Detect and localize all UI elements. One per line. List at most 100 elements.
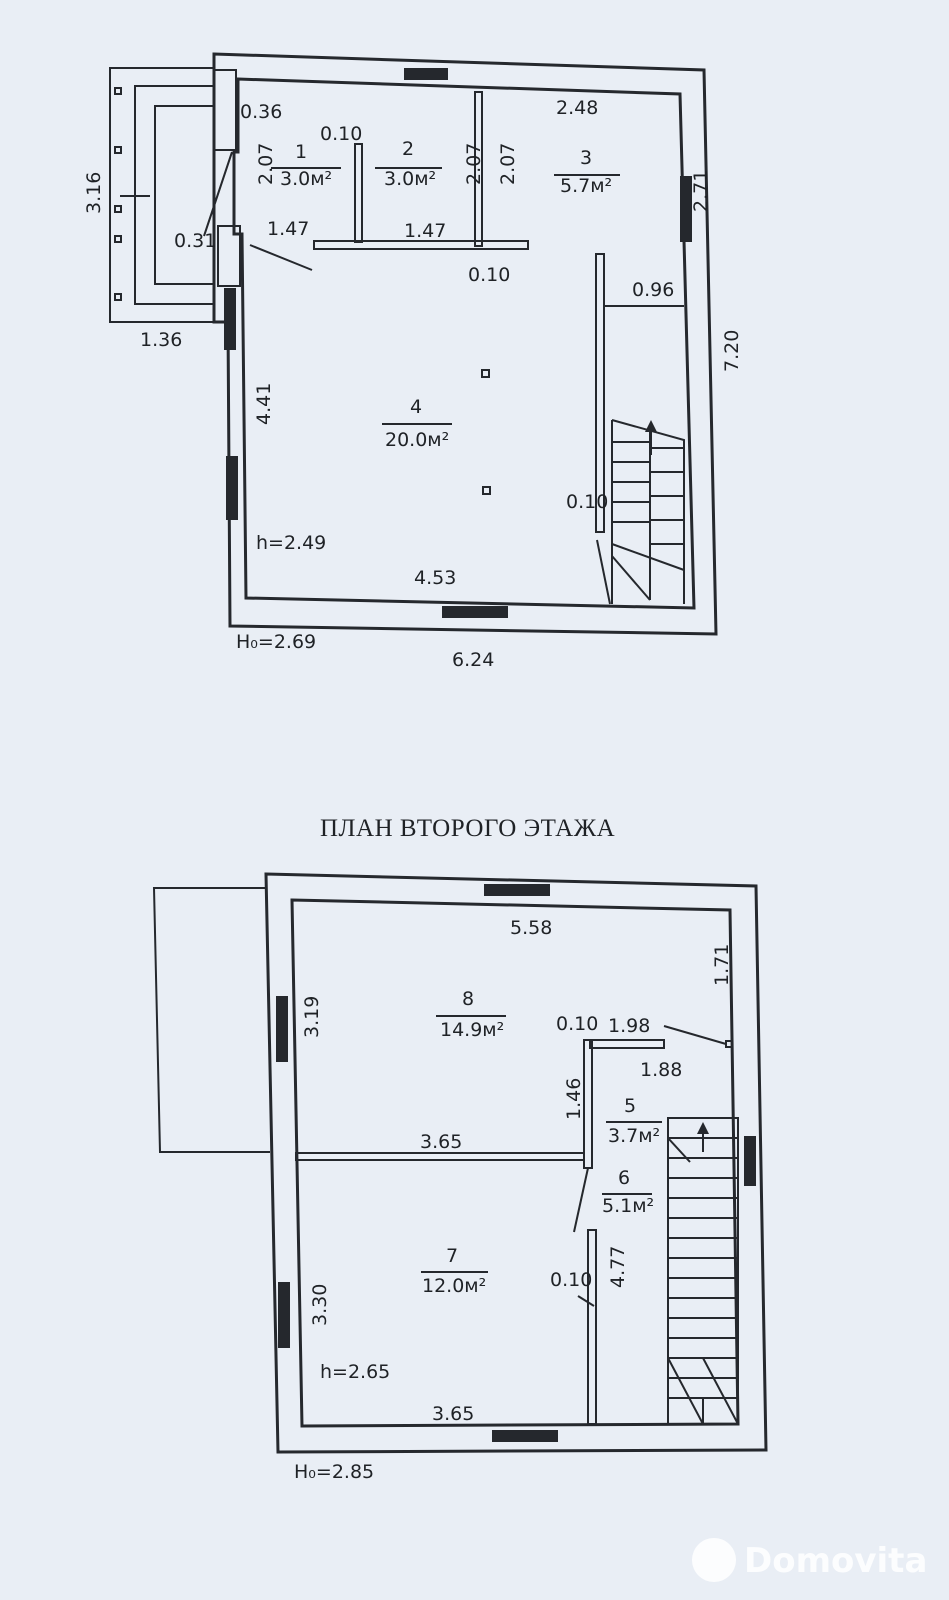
room-number: 7 (446, 1245, 458, 1267)
partition-short (589, 1039, 665, 1049)
dimension-label: 2.71 (690, 170, 712, 212)
dimension-label: 1.88 (640, 1059, 682, 1081)
staircase (667, 1117, 739, 1425)
room-number: 8 (462, 988, 474, 1010)
dimension-label: 0.10 (320, 123, 362, 145)
dimension-label: 3.19 (301, 996, 323, 1038)
window (744, 1136, 756, 1186)
room-area: 3.0м² (280, 168, 332, 190)
dimension-label: 1.47 (404, 220, 446, 242)
room-number: 2 (402, 138, 414, 160)
dimension-label: 4.53 (414, 567, 456, 589)
inner-wall (232, 77, 696, 610)
room-area: 20.0м² (385, 429, 449, 451)
first-floor-plan: 1 3.0м² 2 3.0м² 3 5.7м² 4 20.0м² 0.36 0.… (83, 52, 743, 671)
column-marker (482, 486, 491, 495)
chimney-lower (217, 225, 241, 287)
window (224, 288, 236, 350)
leader-line (203, 151, 233, 237)
watermark: Domovita (692, 1538, 927, 1582)
ceiling-height: h=2.65 (320, 1361, 390, 1383)
partition-vertical (583, 1039, 593, 1169)
room-number: 6 (618, 1167, 630, 1189)
porch-post (114, 293, 122, 301)
staircase (611, 419, 685, 604)
dimension-label: 3.65 (420, 1131, 462, 1153)
dimension-label: 2.07 (255, 143, 277, 185)
floor-height: H₀=2.69 (236, 631, 316, 653)
leader-line (596, 539, 611, 605)
room-area: 3.0м² (384, 168, 436, 190)
dimension-label: 0.10 (566, 491, 608, 513)
balcony-outline (152, 887, 270, 1153)
inner-wall (290, 898, 740, 1428)
window (226, 456, 238, 520)
dimension-label: 3.16 (83, 172, 105, 214)
window (442, 606, 508, 618)
dimension-label: 1.46 (563, 1078, 585, 1120)
window (680, 176, 692, 242)
window (492, 1430, 558, 1442)
dimension-label: 4.77 (607, 1246, 629, 1288)
room-area: 14.9м² (440, 1019, 504, 1041)
column-marker (481, 369, 490, 378)
plan-title: ПЛАН ВТОРОГО ЭТАЖА (320, 815, 615, 842)
window (276, 996, 288, 1062)
porch-post (114, 146, 122, 154)
porch-outline (109, 67, 214, 323)
window (278, 1282, 290, 1348)
leader-line (577, 1295, 595, 1307)
partition-lower (587, 1229, 597, 1425)
leader-line (663, 1025, 727, 1045)
room-area: 12.0м² (422, 1275, 486, 1297)
porch-step-2 (154, 105, 214, 285)
dimension-label: 2.48 (556, 97, 598, 119)
porch-post (114, 205, 122, 213)
dimension-label: 2.07 (497, 143, 519, 185)
room-number: 3 (580, 147, 592, 169)
dimension-label: 0.10 (550, 1269, 592, 1291)
room-number: 4 (410, 396, 422, 418)
dimension-label: 6.24 (452, 649, 494, 671)
dimension-label: 4.41 (253, 383, 275, 425)
partition-12 (354, 143, 363, 243)
dimension-label: 5.58 (510, 917, 552, 939)
dimension-label: 0.96 (632, 279, 674, 301)
dimension-label: 1.71 (711, 944, 733, 986)
dimension-label: 0.36 (240, 101, 282, 123)
porch-post (114, 87, 122, 95)
dimension-label: 2.07 (463, 143, 485, 185)
chimney (213, 69, 237, 151)
watermark-text: Domovita (744, 1541, 927, 1581)
dimension-label: 1.36 (140, 329, 182, 351)
dimension-label: 0.10 (468, 264, 510, 286)
watermark-logo-icon (692, 1538, 736, 1582)
dimension-label: 1.98 (608, 1015, 650, 1037)
ceiling-height: h=2.49 (256, 532, 326, 554)
window (484, 884, 550, 896)
room-number: 1 (295, 141, 307, 163)
partition-horizontal (313, 240, 529, 250)
dimension-label: 3.65 (432, 1403, 474, 1425)
dimension-label: 0.31 (174, 230, 216, 252)
room-area: 5.7м² (560, 175, 612, 197)
room-area: 3.7м² (608, 1125, 660, 1147)
dimension-label: 3.30 (309, 1284, 331, 1326)
room-number: 5 (624, 1095, 636, 1117)
window (404, 68, 448, 80)
outer-wall (264, 872, 768, 1454)
leader-line (573, 1167, 589, 1233)
partition-23 (474, 91, 483, 247)
porch-post (114, 235, 122, 243)
second-floor-plan: 8 14.9м² 5 3.7м² 6 5.1м² 7 12.0м² 5.58 1… (152, 872, 768, 1483)
room-area: 5.1м² (602, 1195, 654, 1217)
dimension-label: 0.10 (556, 1013, 598, 1035)
dimension-label: 7.20 (721, 330, 743, 372)
partition-stair (595, 253, 605, 533)
leader-line (249, 244, 313, 271)
partition-horizontal (295, 1152, 585, 1161)
leader-end (725, 1040, 733, 1048)
floor-height: H₀=2.85 (294, 1461, 374, 1483)
dimension-label: 1.47 (267, 218, 309, 240)
